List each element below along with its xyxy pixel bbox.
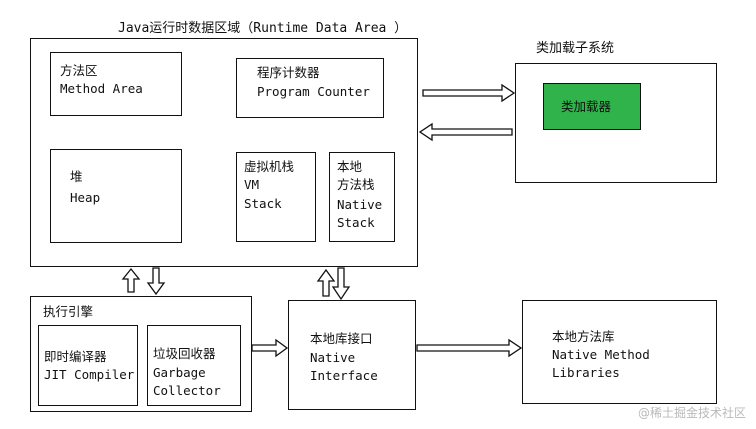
native-libraries-box xyxy=(522,300,717,404)
jit-compiler-label-en: JIT Compiler xyxy=(44,367,135,382)
native-stack-box xyxy=(329,152,395,242)
method-area-box xyxy=(50,52,182,116)
execution-engine-title: 执行引擎 xyxy=(43,304,94,319)
runtime-area-title: Java运行时数据区域（Runtime Data Area ） xyxy=(118,21,408,36)
native-interface-label-en1: Native xyxy=(310,350,356,365)
native-interface-label-en2: Interface xyxy=(310,368,378,383)
native-stack-label-zh2: 方法栈 xyxy=(337,177,375,192)
native-interface-label-zh: 本地库接口 xyxy=(310,331,373,346)
garbage-collector-label-zh: 垃圾回收器 xyxy=(153,346,216,361)
class-loader-title: 类加载子系统 xyxy=(536,41,615,56)
arrow-engine-to-runtime xyxy=(121,267,141,293)
arrow-engine-to-interface xyxy=(251,338,289,358)
heap-box xyxy=(50,149,182,243)
heap-label-en: Heap xyxy=(70,190,101,205)
arrow-runtime-to-interface xyxy=(331,267,351,301)
garbage-collector-label-en2: Collector xyxy=(153,383,221,398)
arrow-interface-to-runtime xyxy=(316,268,336,297)
class-loader-label: 类加载器 xyxy=(561,99,612,114)
vm-stack-label-zh: 虚拟机栈 xyxy=(244,159,295,174)
method-area-label-zh: 方法区 xyxy=(60,63,98,78)
vm-stack-label-en1: VM xyxy=(244,177,260,192)
class-loader-box xyxy=(543,83,641,130)
program-counter-label-zh: 程序计数器 xyxy=(257,65,320,80)
jit-compiler-label-zh: 即时编译器 xyxy=(44,349,107,364)
native-libraries-label-en1: Native Method xyxy=(552,347,650,362)
program-counter-label-en: Program Counter xyxy=(257,84,370,99)
jit-compiler-box xyxy=(38,325,138,406)
native-stack-label-en1: Native xyxy=(337,197,383,212)
garbage-collector-label-en1: Garbage xyxy=(153,365,206,380)
watermark: @稀土掘金技术社区 xyxy=(637,406,746,420)
arrow-loader-to-runtime xyxy=(418,122,513,142)
arrow-runtime-to-engine xyxy=(146,267,166,296)
heap-label-zh: 堆 xyxy=(70,169,83,184)
native-libraries-label-en2: Libraries xyxy=(552,365,620,380)
native-libraries-label-zh: 本地方法库 xyxy=(552,329,615,344)
method-area-label-en: Method Area xyxy=(60,81,143,96)
garbage-collector-box xyxy=(147,325,241,406)
native-stack-label-zh1: 本地 xyxy=(337,159,363,174)
vm-stack-label-en2: Stack xyxy=(244,196,282,211)
native-interface-box xyxy=(288,300,416,410)
program-counter-box xyxy=(236,58,384,118)
arrow-interface-to-libraries xyxy=(416,338,523,358)
native-stack-label-en2: Stack xyxy=(337,215,375,230)
vm-stack-box xyxy=(236,152,316,242)
arrow-runtime-to-loader xyxy=(422,83,516,103)
